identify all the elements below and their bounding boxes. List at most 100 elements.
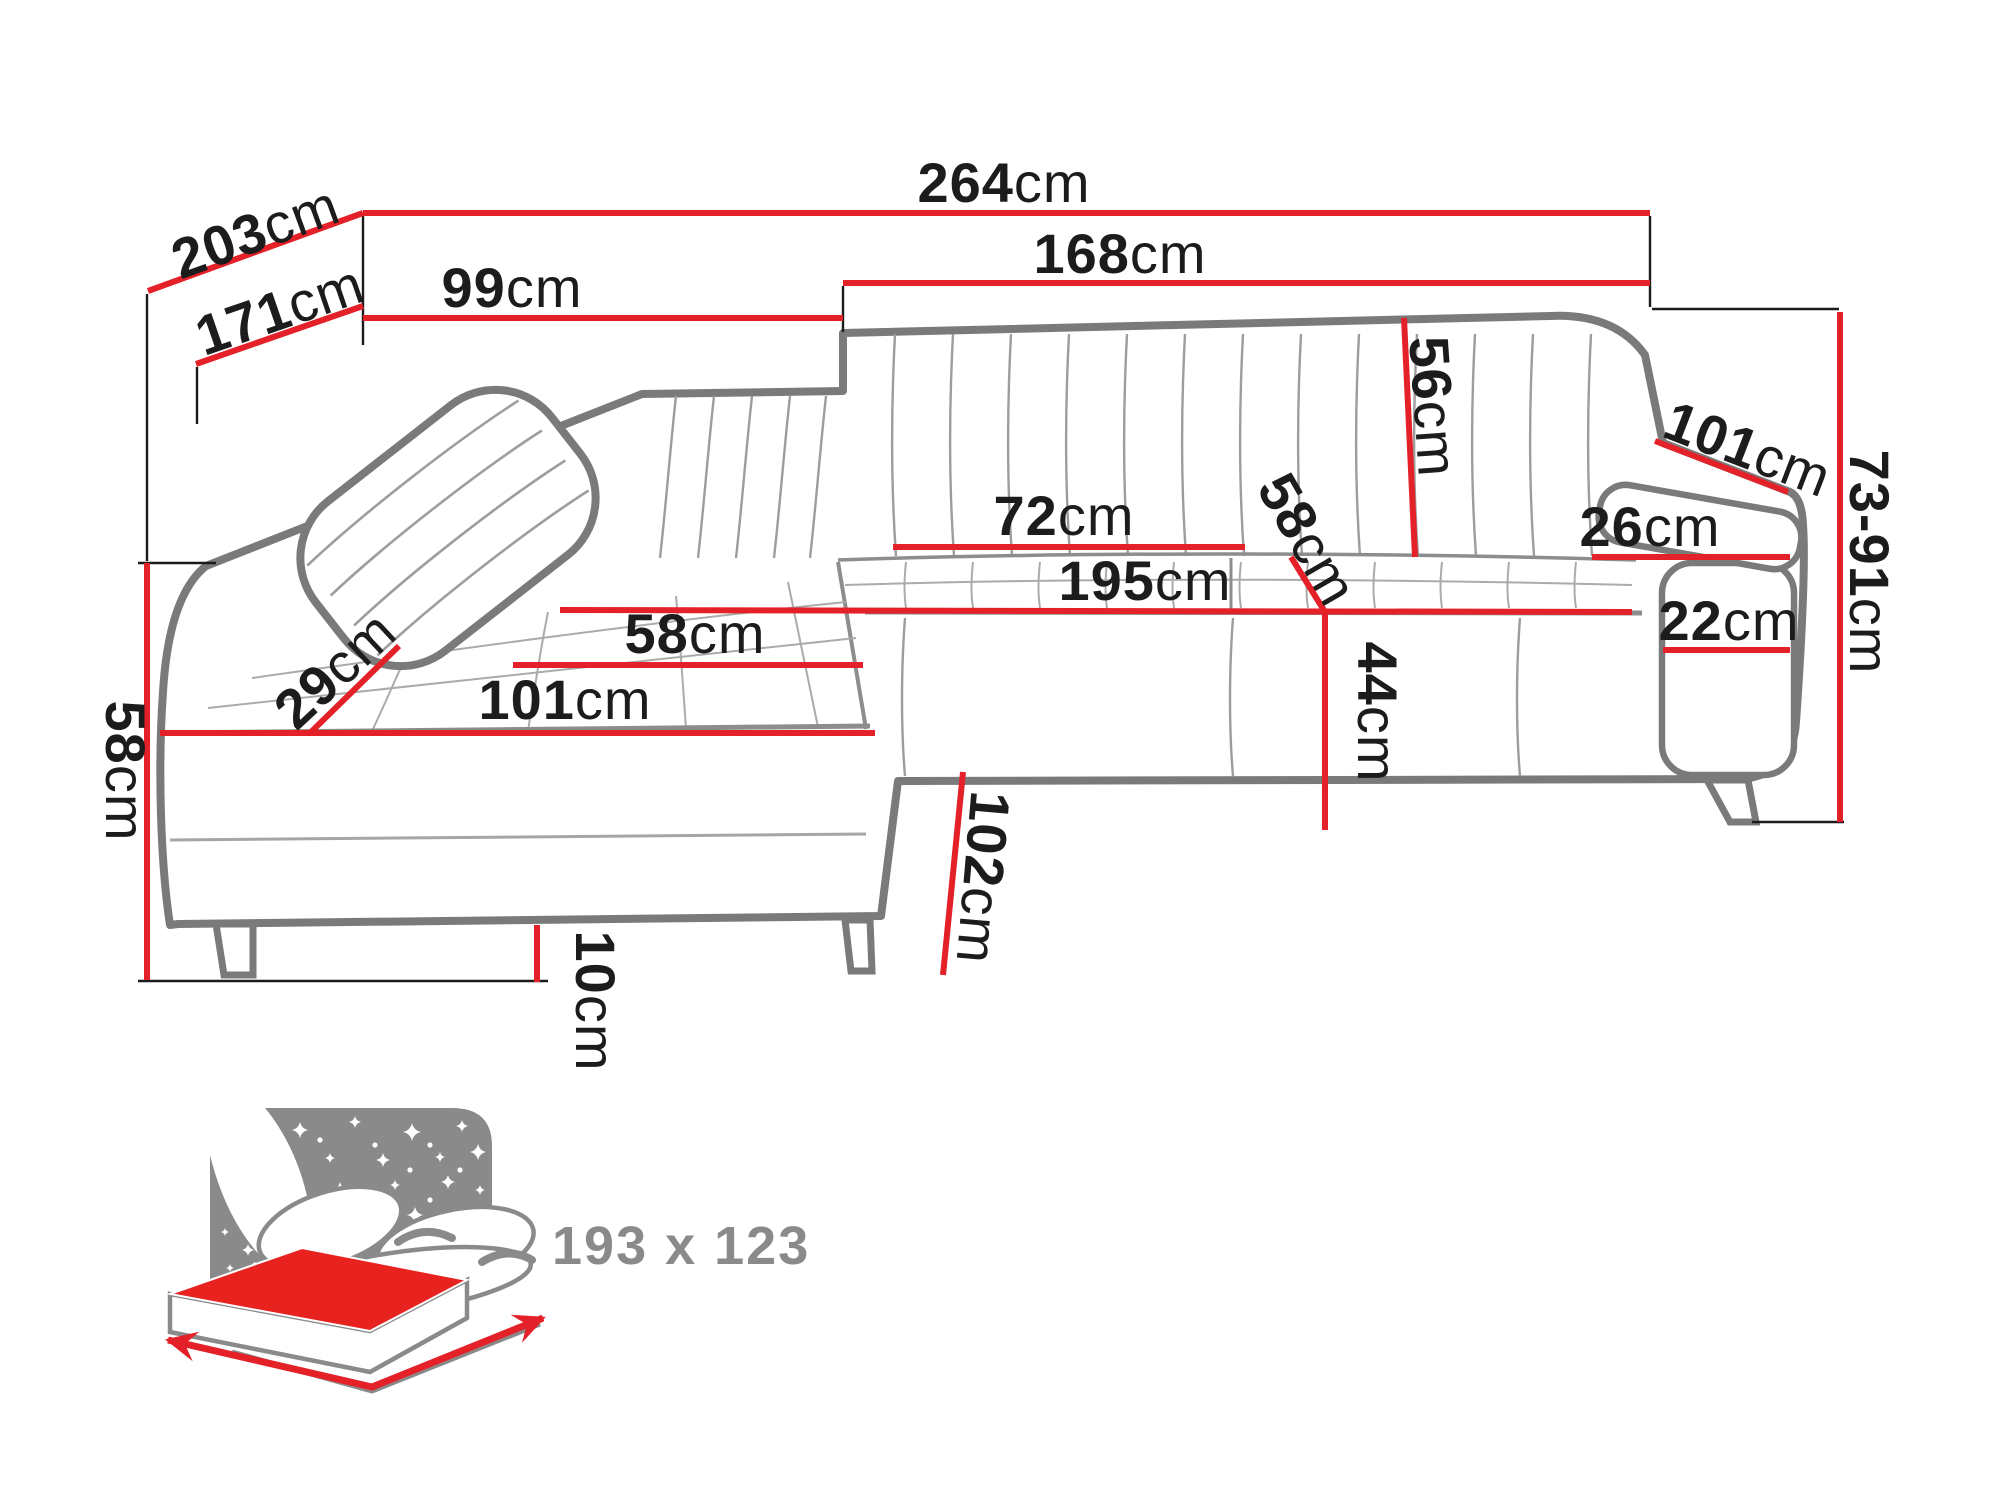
detail-line: [808, 395, 828, 559]
dim-label-side-height: 58cm: [94, 701, 157, 842]
detail-line: [1528, 333, 1536, 557]
chaise-main-boundary-seam: [836, 561, 868, 730]
detail-line: [1238, 333, 1246, 557]
detail-line: [772, 395, 792, 559]
dim-label-right-section-width: 168cm: [1033, 222, 1206, 285]
extension-lines: [138, 216, 1844, 983]
detail-line: [306, 399, 520, 567]
star-icon: [456, 1120, 468, 1132]
dim-line-seat-length: [559, 607, 1633, 615]
detail-line: [376, 489, 590, 657]
star-icon: [407, 1207, 423, 1223]
detail-line: [1354, 333, 1362, 557]
dim-label-total-width: 264cm: [917, 151, 1090, 214]
dim-label-backrest-height: 56cm: [1397, 334, 1470, 479]
seat-tufting-grid: [844, 558, 1633, 610]
corner-back-channel-lines: [658, 395, 828, 559]
sofa-leg-right: [1701, 776, 1761, 826]
dim-label-overall-height: 73-91cm: [1838, 450, 1901, 675]
chaise-front-seam: [169, 832, 867, 842]
detail-line: [658, 395, 678, 559]
sofa-leg-chaise-right: [841, 916, 876, 975]
bed-icon: 193 x 123: [165, 1108, 810, 1394]
detail-line: [1515, 617, 1522, 777]
dim-label-seat-length: 195cm: [1058, 549, 1231, 612]
star-icon: [441, 1175, 455, 1189]
dim-label-backrest-top-width: 72cm: [994, 484, 1135, 547]
dim-label-chaise-seat-length: 101cm: [478, 668, 651, 731]
star-icon: [376, 1153, 390, 1167]
detail-line: [353, 459, 566, 627]
detail-line: [1037, 561, 1041, 609]
sofa-drawing: [156, 311, 1808, 979]
star-icon: [221, 1228, 229, 1236]
detail-line: [1439, 561, 1443, 609]
star-dot-icon: [282, 1162, 288, 1168]
sofa-leg-left: [211, 920, 257, 979]
dim-line-seat-depth-right: [1288, 555, 1328, 614]
star-dot-icon: [407, 1167, 413, 1173]
detail-line: [734, 395, 754, 559]
star-icon: [403, 1123, 421, 1141]
star-dot-icon: [457, 1167, 463, 1173]
detail-line: [1006, 333, 1014, 557]
starry-backdrop-left: [210, 1155, 292, 1282]
star-icon: [470, 1144, 486, 1160]
sleeping-area-label: 193 x 123: [552, 1216, 810, 1276]
star-icon: [390, 1180, 400, 1190]
detail-line: [1573, 561, 1577, 609]
detail-line: [1122, 333, 1130, 557]
star-icon: [284, 1179, 296, 1191]
detail-line: [1470, 333, 1478, 557]
dim-line-backrail-depth: [308, 643, 402, 735]
bed-measure-arrows: [165, 1314, 546, 1391]
dim-label-chaise-back-width: 99cm: [442, 256, 583, 319]
detail-line: [207, 637, 857, 709]
detail-line: [1180, 333, 1188, 557]
headrest-pillow: [296, 385, 600, 671]
dim-line-backrest-height: [1401, 317, 1418, 558]
detail-line: [948, 333, 956, 557]
dim-label-armrest-cushion-depth: 26cm: [1580, 495, 1721, 558]
detail-line: [1238, 561, 1242, 609]
detail-line: [1228, 617, 1235, 777]
detail-line: [1586, 333, 1594, 557]
front-face-creases: [900, 617, 1522, 777]
detail-line: [1104, 561, 1108, 609]
dim-line-inner-depth: [195, 303, 364, 367]
star-icon: [349, 1116, 361, 1128]
dim-label-seat-height: 44cm: [1346, 642, 1409, 783]
dim-line-chaise-front-depth: [940, 771, 966, 976]
dim-line-armrest-top-length: [1653, 438, 1790, 495]
star-icon: [325, 1153, 335, 1163]
star-icon: [292, 1122, 308, 1138]
dim-label-chaise-seat-width: 58cm: [625, 602, 766, 665]
star-icon: [226, 1264, 234, 1272]
star-icon: [435, 1152, 445, 1162]
detail-line: [844, 578, 1633, 586]
star-dot-icon: [427, 1142, 433, 1148]
dim-label-chaise-front-depth: 102cm: [945, 789, 1023, 967]
star-dot-icon: [317, 1137, 323, 1143]
star-dot-icon: [427, 1197, 433, 1203]
detail-line: [1296, 333, 1304, 557]
detail-line: [1372, 561, 1376, 609]
detail-line: [900, 617, 907, 777]
dimension-lines: [144, 210, 1843, 982]
detail-line: [696, 395, 716, 559]
star-icon: [234, 1199, 246, 1211]
star-icon: [475, 1185, 485, 1195]
detail-line: [1064, 333, 1072, 557]
dim-label-armrest-side-depth: 22cm: [1659, 589, 1800, 652]
detail-line: [787, 581, 819, 728]
detail-line: [970, 561, 974, 609]
dim-label-leg-height: 10cm: [564, 931, 627, 1072]
star-icon: [242, 1244, 254, 1256]
detail-line: [329, 429, 543, 597]
detail-line: [890, 333, 898, 557]
seat-back-seam: [837, 552, 1637, 562]
dim-line-total-depth: [146, 210, 365, 294]
star-dot-icon: [372, 1142, 378, 1148]
detail-line: [903, 561, 907, 609]
